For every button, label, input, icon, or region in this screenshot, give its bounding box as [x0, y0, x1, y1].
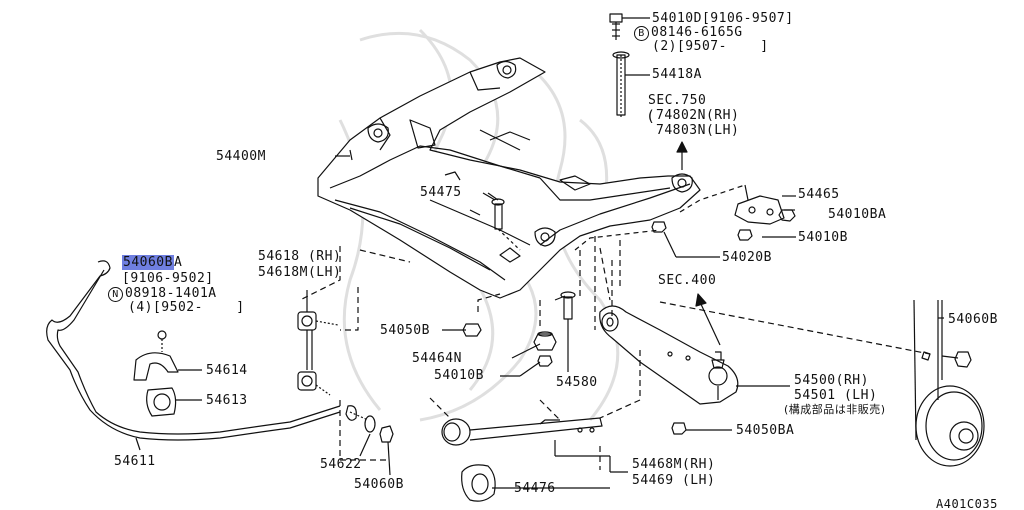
label-08918-text: 08918-1401A — [125, 286, 217, 301]
label-54580: 54580 — [556, 375, 598, 390]
label-54464N: 54464N — [412, 351, 462, 366]
label-54010D: 54010D[9106-9507] — [652, 11, 794, 26]
label-54618M: 54618M(LH) — [258, 265, 342, 280]
label-54050BA: 54050BA — [736, 423, 795, 438]
label-74802N: 74802N(RH) — [656, 108, 740, 123]
label-sec400: SEC.400 — [658, 273, 717, 288]
nut-54010BA — [778, 209, 796, 222]
label-54468M: 54468M(RH) — [632, 457, 716, 472]
n-circle-icon: N — [108, 287, 123, 302]
nut-54020B — [651, 221, 667, 233]
washer-54622 — [349, 411, 376, 433]
label-54611: 54611 — [114, 454, 156, 469]
label-54501: 54501 (LH) — [794, 388, 878, 403]
label-54060BA: 54060BA — [122, 255, 183, 270]
stud-54418A — [612, 51, 650, 118]
label-sec750: SEC.750 — [648, 93, 707, 108]
label-54400M: 54400M — [216, 149, 266, 164]
bracket-54465 — [734, 184, 795, 225]
label-54622: 54622 — [320, 457, 362, 472]
label-54060BA-suffix: A — [173, 255, 183, 270]
bolt-54475 — [487, 192, 521, 251]
guide-lines — [299, 236, 931, 470]
nut-54010B-right — [737, 229, 753, 241]
lower-arm-54500 — [599, 305, 739, 405]
bushing-54476 — [461, 464, 496, 502]
arrow-sec750 — [676, 141, 688, 170]
clamp-54614 — [133, 330, 202, 381]
label-54010B-right: 54010B — [798, 230, 848, 245]
nut-54060B-right — [954, 351, 972, 368]
label-54010BA: 54010BA — [828, 207, 887, 222]
label-54469: 54469 (LH) — [632, 473, 716, 488]
label-08146-qty: (2)[9507- ] — [652, 39, 769, 54]
label-54613: 54613 — [206, 393, 248, 408]
label-54418A: 54418A — [652, 67, 702, 82]
label-54050B: 54050B — [380, 323, 430, 338]
leader-lines — [135, 17, 959, 489]
label-08918-qty: (4)[9502- ] — [128, 300, 245, 315]
nut-54060B-bottom — [379, 425, 394, 443]
bushing-54464N — [533, 331, 557, 351]
b-circle-icon: B — [634, 26, 649, 41]
label-54020B: 54020B — [722, 250, 772, 265]
label-54475: 54475 — [420, 185, 462, 200]
label-54010B-center: 54010B — [434, 368, 484, 383]
label-54500: 54500(RH) — [794, 373, 869, 388]
label-54060B-bottom: 54060B — [354, 477, 404, 492]
label-54476: 54476 — [514, 481, 556, 496]
label-54614: 54614 — [206, 363, 248, 378]
label-54618: 54618 (RH) — [258, 249, 342, 264]
figure-code: A401C035 — [936, 497, 998, 510]
label-54060B-right: 54060B — [948, 312, 998, 327]
stabilizer-link-54618 — [297, 290, 339, 396]
highlighted-part-54060B[interactable]: 54060B — [122, 255, 174, 270]
label-08146-text: 08146-6165G — [651, 25, 743, 40]
paren-sec750: ( — [646, 107, 656, 125]
bolt-54580 — [554, 291, 576, 360]
nut-54010B-center — [537, 355, 553, 367]
crossmember-54400M — [317, 57, 701, 299]
label-74803N: 74803N(LH) — [656, 123, 740, 138]
bushing-54613 — [146, 387, 202, 417]
hub-assembly — [913, 299, 985, 467]
label-note-not-sold: (構成部品は非販売) — [784, 403, 886, 416]
arrow-sec400 — [695, 293, 721, 346]
bolt-54010D — [609, 13, 623, 40]
stabilizer-bar-54611 — [46, 260, 341, 441]
nut-54050BA — [671, 422, 687, 435]
tension-rod-54468M — [441, 417, 603, 446]
label-54465: 54465 — [798, 187, 840, 202]
label-range-9106: [9106-9502] — [122, 271, 214, 286]
